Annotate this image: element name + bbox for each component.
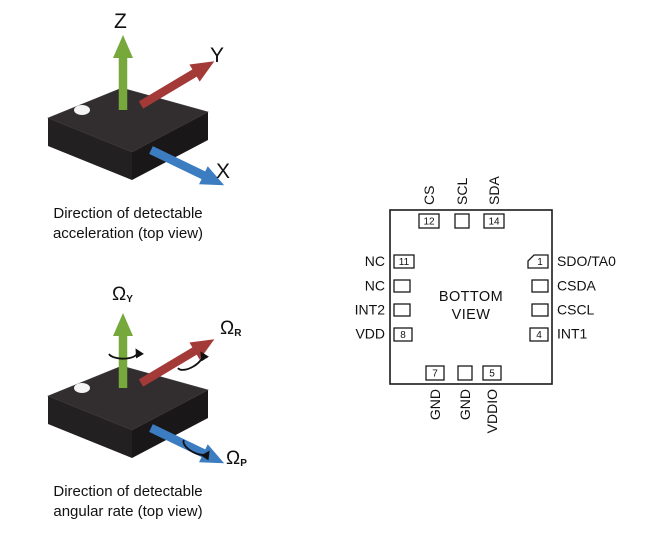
package-outline — [389, 209, 553, 385]
omega-roll-subscript: R — [234, 328, 242, 339]
chip-side-face — [132, 390, 208, 458]
pin-number-4: 4 — [536, 330, 542, 341]
pin-label-nc2: NC — [365, 278, 385, 294]
pitch-rotation-arrow — [182, 439, 210, 461]
omega-symbol: Ω — [112, 284, 127, 305]
angular-rate-figure — [47, 313, 225, 464]
yaw-rotation-arrow — [108, 348, 144, 360]
pin-number-7: 7 — [432, 369, 438, 380]
pin-label-sda: SDA — [486, 176, 502, 205]
pin-label-gnd2: GND — [457, 389, 473, 420]
pin-box-3 — [531, 303, 549, 317]
pin-box-4 — [529, 327, 549, 342]
chip-top-face — [47, 87, 209, 153]
pin-label-csda: CSDA — [557, 278, 597, 294]
pin-box-8 — [393, 327, 413, 342]
chip-top-face — [47, 365, 209, 431]
pin-number-8: 8 — [400, 330, 406, 341]
chip-front-face — [48, 396, 132, 458]
acceleration-caption-line2: acceleration (top view) — [52, 224, 204, 242]
omega-roll-label: ΩR — [220, 318, 241, 340]
pin-label-gnd1: GND — [427, 389, 443, 420]
omega-pitch-label: ΩP — [226, 448, 247, 470]
pin1-dot-marker — [74, 383, 90, 393]
pin-number-14: 14 — [488, 217, 500, 228]
pin-box-6 — [457, 365, 473, 381]
chip-front-face — [48, 118, 132, 180]
acceleration-figure — [47, 35, 225, 186]
pin-box-9 — [393, 303, 411, 317]
pitch-axis-arrow — [149, 424, 225, 464]
pin-box-5 — [482, 365, 502, 381]
pin-box-10 — [393, 279, 411, 293]
angular-rate-caption-line2: angular rate (top view) — [53, 502, 203, 520]
pin-label-cs: CS — [421, 186, 437, 205]
y-axis-label: Y — [210, 44, 225, 67]
x-axis-arrow — [149, 146, 225, 186]
pin-label-vdd: VDD — [355, 326, 385, 342]
pin-number-12: 12 — [423, 217, 435, 228]
pin-label-nc1: NC — [365, 253, 385, 269]
pin-number-5: 5 — [489, 369, 495, 380]
pin-box-11 — [393, 254, 415, 269]
roll-rotation-arrow — [177, 351, 209, 371]
bottom-view-label-line2: VIEW — [452, 307, 491, 323]
pinout-diagram: BOTTOM VIEW 12 14 CS SCL SDA 11 8 NC NC … — [355, 176, 616, 434]
pin-number-11: 11 — [399, 257, 410, 268]
omega-symbol: Ω — [226, 448, 241, 469]
omega-yaw-subscript: Y — [126, 294, 133, 305]
pin-label-int2: INT2 — [355, 302, 386, 318]
pin-label-int1: INT1 — [557, 326, 588, 342]
pin-label-cscl: CSCL — [557, 302, 595, 318]
z-axis-label: Z — [114, 10, 127, 33]
chip-side-face — [132, 112, 208, 180]
pin-box-14 — [483, 213, 505, 229]
omega-yaw-label: ΩY — [112, 284, 133, 306]
pin1-dot-marker — [74, 105, 90, 115]
pin-box-2 — [531, 279, 549, 293]
pin-box-7 — [425, 365, 445, 381]
pin-box-1-chamfered — [527, 254, 549, 269]
angular-rate-caption: Direction of detectable angular rate (to… — [18, 482, 238, 522]
pin-number-1: 1 — [537, 257, 543, 268]
roll-axis-arrow — [138, 339, 215, 387]
pin-box-13 — [454, 213, 470, 229]
omega-symbol: Ω — [220, 318, 235, 339]
bottom-view-label-line1: BOTTOM — [439, 289, 503, 305]
pin-label-scl: SCL — [454, 178, 470, 205]
acceleration-caption-line1: Direction of detectable — [53, 205, 203, 222]
omega-pitch-subscript: P — [240, 458, 247, 469]
angular-rate-caption-line1: Direction of detectable — [53, 483, 203, 500]
pin-box-12 — [418, 213, 440, 229]
acceleration-caption: Direction of detectable acceleration (to… — [18, 204, 238, 244]
x-axis-label: X — [216, 160, 231, 183]
pin-label-vddio: VDDIO — [484, 389, 500, 433]
pin-label-sdo-ta0: SDO/TA0 — [557, 253, 616, 269]
y-axis-arrow — [138, 61, 215, 109]
